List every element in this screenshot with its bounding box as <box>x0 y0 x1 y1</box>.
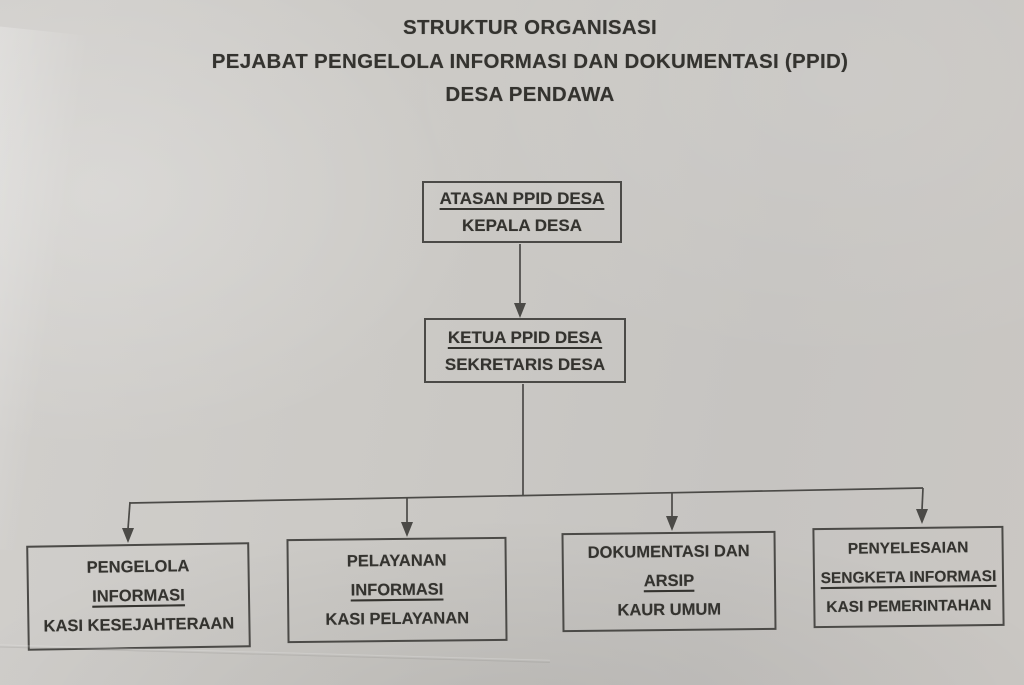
title-line-2: PEJABAT PENGELOLA INFORMASI DAN DOKUMENT… <box>211 49 849 73</box>
org-node-dokumentasi-dan-arsip: DOKUMENTASI DAN ARSIP KAUR UMUM <box>561 530 777 633</box>
node-role-line1: PELAYANAN <box>346 550 447 571</box>
node-holder: KEPALA DESA <box>462 216 582 235</box>
node-role-line2: ARSIP <box>643 571 695 591</box>
arrowhead-penyelesaian <box>916 509 928 524</box>
node-holder: KAUR UMUM <box>617 600 722 620</box>
org-node-pengelola-informasi: PENGELOLA INFORMASI KASI KESEJAHTERAAN <box>26 542 251 651</box>
arrowhead-pengelola <box>122 528 134 543</box>
title-line-1: STRUKTUR ORGANISASI <box>403 16 657 39</box>
node-role-line1: PENGELOLA <box>86 557 190 577</box>
node-role-line1: PENYELESAIAN <box>847 538 969 558</box>
node-role-line2: INFORMASI <box>350 580 444 599</box>
node-holder: KASI KESEJAHTERAAN <box>43 614 235 636</box>
arrowhead-ketua <box>514 303 526 318</box>
arrowhead-dokumentasi <box>666 516 678 531</box>
node-role: ATASAN PPID DESA <box>439 189 605 208</box>
node-role: KETUA PPID DESA <box>447 327 603 347</box>
node-role-line2: INFORMASI <box>92 586 185 606</box>
node-holder: KASI PEMERINTAHAN <box>826 596 992 616</box>
node-role-line2: SENGKETA INFORMASI <box>820 567 997 587</box>
chart-title: STRUKTUR ORGANISASI PEJABAT PENGELOLA IN… <box>18 11 1024 112</box>
node-role-line1: DOKUMENTASI DAN <box>587 542 750 562</box>
title-line-3: DESA PENDAWA <box>445 83 615 106</box>
node-holder: SEKRETARIS DESA <box>444 354 606 374</box>
org-node-atasan-ppid-desa: ATASAN PPID DESA KEPALA DESA <box>422 181 622 243</box>
org-node-ketua-ppid-desa: KETUA PPID DESA SEKRETARIS DESA <box>424 318 626 383</box>
org-node-penyelesaian-sengketa-informasi: PENYELESAIAN SENGKETA INFORMASI KASI PEM… <box>812 525 1005 629</box>
org-node-pelayanan-informasi: PELAYANAN INFORMASI KASI PELAYANAN <box>286 536 508 644</box>
node-holder: KASI PELAYANAN <box>325 608 470 629</box>
arrowhead-pelayanan <box>401 522 413 537</box>
